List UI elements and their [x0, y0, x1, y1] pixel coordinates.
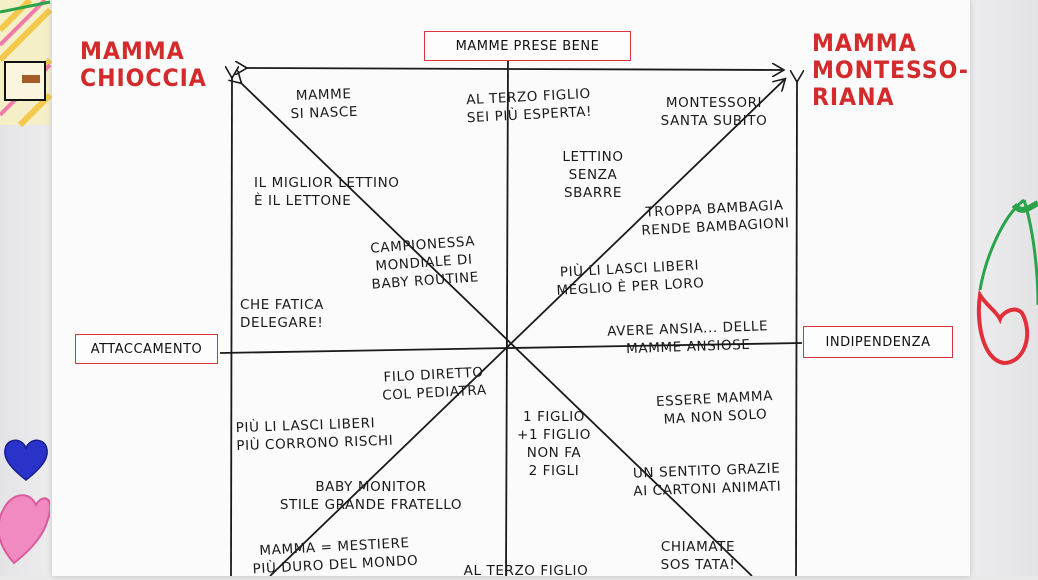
axis-label-top: MAMME PRESE BENE	[424, 31, 631, 61]
note-baby-monitor: BABY MONITOR STILE GRANDE FRATELLO	[279, 479, 463, 513]
note-ansia-mamme-ansiose: AVERE ANSIA... DELLE MAMME ANSIOSE	[607, 318, 769, 358]
note-filo-diretto-pediatra: FILO DIRETTO COL PEDIATRA	[381, 364, 488, 404]
right-vertical-line	[796, 80, 797, 576]
note-montessori-santa-subito: MONTESSORI SANTA SUBITO	[660, 95, 768, 129]
diagonal-down-line	[240, 82, 753, 576]
flipchart-sheet	[52, 0, 970, 576]
pink-heart-icon	[0, 485, 52, 565]
center-horizontal-line	[219, 342, 803, 354]
axis-label-left: ATTACCAMENTO	[75, 334, 218, 364]
diagonal-up-line	[269, 80, 784, 576]
top-arrow-line	[245, 68, 782, 70]
corner-title-top-right: MAMMA MONTESSO- RIANA	[812, 29, 969, 111]
left-vertical-line	[231, 76, 232, 576]
note-chiamate-sos-tata: CHIAMATE SOS TATA!	[660, 539, 736, 573]
note-mamme-si-nasce: MAMME SI NASCE	[290, 86, 359, 123]
note-campionessa-baby-routine: CAMPIONESSA MONDIALE DI BABY ROUTINE	[369, 233, 480, 293]
note-grazie-cartoni-animati: UN SENTITO GRAZIE AI CARTONI ANIMATI	[632, 460, 782, 500]
corner-title-top-left: MAMMA CHIOCCIA	[80, 37, 207, 92]
note-al-terzo-figlio-bottom: AL TERZO FIGLIO	[463, 563, 589, 579]
note-che-fatica-delegare: CHE FATICA DELEGARE!	[240, 297, 325, 331]
blue-heart-icon	[2, 436, 50, 482]
note-miglior-lettino-lettone: IL MIGLIOR LETTINO È IL LETTONE	[254, 175, 400, 209]
center-vertical-line	[505, 59, 509, 576]
left-decoration-drawing	[0, 0, 53, 130]
note-lettino-senza-sbarre: LETTINO SENZA SBARRE	[562, 149, 624, 201]
note-1-figlio-piu-1-figlio: 1 FIGLIO +1 FIGLIO NON FA 2 FIGLI	[517, 409, 591, 479]
note-lasci-liberi-rischi: PIÙ LI LASCI LIBERI PIÙ CORRONO RISCHI	[235, 415, 394, 455]
axis-label-right: INDIPENDENZA	[803, 326, 953, 358]
